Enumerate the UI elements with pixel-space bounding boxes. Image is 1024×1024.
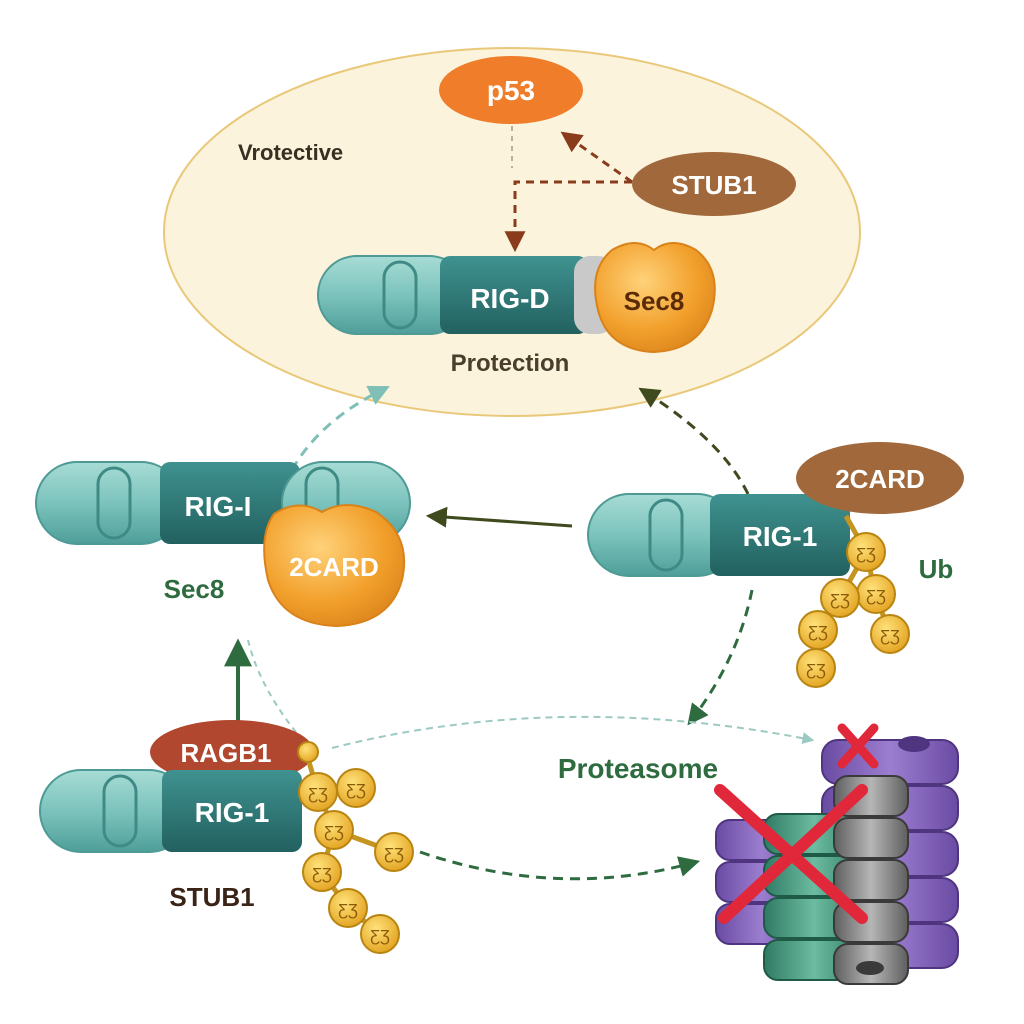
region-label-bottom: Protection [451,350,570,377]
left-rig-complex: RIG-I 2CARD [35,461,411,628]
proteasome-label: Proteasome [558,753,718,784]
svg-text:ƸƷ: ƸƷ [370,928,390,945]
svg-text:ƸƷ: ƸƷ [308,786,328,803]
top-rig-label: RIG-D [470,283,549,314]
bottom-rig-complex: RAGB1 RIG-1 [39,720,314,853]
ragb1-label: RAGB1 [180,738,271,768]
top-sec8-shape [594,242,716,354]
bottom-to-proteasome-thin-arrow [331,715,815,749]
left-card-label: 2CARD [289,552,379,582]
ub-bead: ƸƷ [298,772,338,812]
top-rig-complex: RIG-D Sec8 [317,242,716,354]
bottom-to-proteasome-arrow [419,850,701,881]
right-rig-label: RIG-1 [743,521,818,552]
ub-bead: ƸƷ [798,610,838,650]
top-sec8-label: Sec8 [624,286,685,316]
ub-bead: ƸƷ [374,832,414,872]
ub-bead: ƸƷ [856,574,896,614]
svg-text:ƸƷ: ƸƷ [856,546,876,563]
right-to-region-arrow [638,387,750,495]
ub-bead: ƸƷ [336,768,376,808]
svg-text:ƸƷ: ƸƷ [384,846,404,863]
stub1-top-node: STUB1 [632,152,796,216]
small-cross-icon [837,723,879,769]
ub-bead: ƸƷ [820,578,860,618]
svg-text:ƸƷ: ƸƷ [866,588,886,605]
bottom-rig-label: RIG-1 [195,797,270,828]
ub-label: Ub [919,554,954,584]
bottom-thin-link [247,639,305,743]
bottom-caption: STUB1 [169,882,254,912]
svg-text:ƸƷ: ƸƷ [830,592,850,609]
svg-text:ƸƷ: ƸƷ [346,782,366,799]
right-rig-complex: RIG-1 2CARD [587,442,964,577]
ub-bead: ƸƷ [796,648,836,688]
svg-text:ƸƷ: ƸƷ [312,866,332,883]
ub-bead: ƸƷ [302,852,342,892]
right-card-shape [796,442,964,514]
svg-text:ƸƷ: ƸƷ [880,628,900,645]
svg-text:ƸƷ: ƸƷ [324,824,344,841]
right-to-left-arrow [425,506,573,528]
proteasome-icon [714,723,959,985]
right-to-proteasome-arrow [687,589,754,726]
left-rig-label: RIG-I [185,491,252,522]
p53-node: p53 [439,56,583,124]
ub-bead: ƸƷ [314,810,354,850]
blocked-cross-icon [714,784,868,924]
left-to-region-arrow [290,385,390,471]
ub-bead: ƸƷ [846,532,886,572]
right-ub-chain: ƸƷ ƸƷ ƸƷ ƸƷ ƸƷ ƸƷ [796,514,910,688]
right-card-label: 2CARD [835,464,925,494]
ub-bead: ƸƷ [870,614,910,654]
ub-bead: ƸƷ [328,888,368,928]
ragb1-shape [150,720,314,784]
ub-link-node [297,741,319,763]
stub1-top-label: STUB1 [671,170,756,200]
svg-text:ƸƷ: ƸƷ [338,902,358,919]
region-label-top: Vrotective [238,140,343,165]
svg-text:ƸƷ: ƸƷ [806,662,826,679]
left-caption: Sec8 [164,574,225,604]
svg-text:ƸƷ: ƸƷ [808,624,828,641]
bottom-ub-chain: ƸƷ ƸƷ ƸƷ ƸƷ ƸƷ ƸƷ ƸƷ [297,741,414,954]
left-card-shape [263,504,406,628]
ub-bead: ƸƷ [360,914,400,954]
p53-label: p53 [487,75,535,106]
stub1-to-rig-arrow [504,180,632,253]
